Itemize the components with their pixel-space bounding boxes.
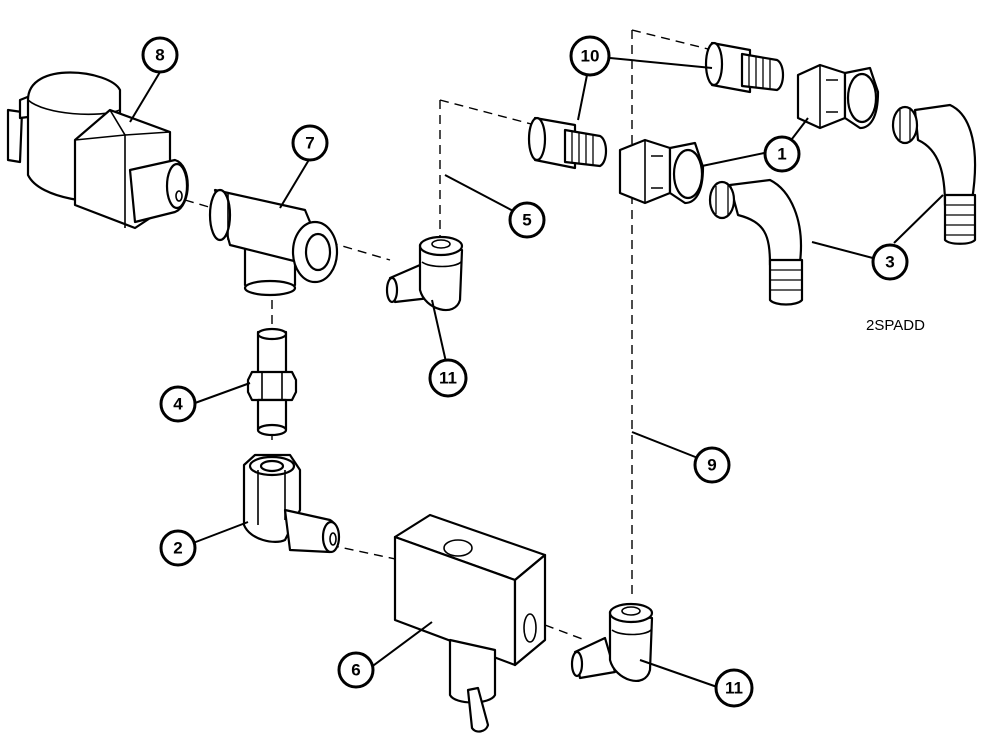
callout-11-upper-label: 11: [439, 369, 457, 388]
callout-10-label: 10: [581, 47, 600, 66]
callout-4: 4: [159, 385, 197, 423]
elbow-union-lower-part: [570, 602, 654, 682]
hex-nipple-part: [246, 327, 298, 437]
union-fitting-upper-part: [796, 63, 880, 130]
callout-5: 5: [508, 201, 546, 239]
callout-11-upper: 11: [428, 358, 468, 398]
callout-4-label: 4: [173, 395, 183, 414]
union-fitting-lower-part: [618, 138, 705, 205]
callout-9: 9: [693, 446, 731, 484]
pressure-switch-part: [6, 71, 189, 230]
callout-2: 2: [159, 529, 197, 567]
barbed-elbow-lower-part: [708, 178, 804, 306]
valve-block-part: [393, 513, 547, 733]
callout-1-label: 1: [777, 145, 786, 164]
callout-7: 7: [291, 124, 329, 162]
threaded-plug-lower-part: [527, 116, 608, 170]
callout-7-label: 7: [305, 134, 314, 153]
callout-3-label: 3: [885, 253, 894, 272]
drawing-id-label: 2SPADD: [866, 317, 925, 334]
street-elbow-part: [242, 453, 341, 554]
callout-11-lower: 11: [714, 668, 754, 708]
callout-5-label: 5: [522, 211, 531, 230]
elbow-union-upper-part: [385, 235, 464, 311]
callout-8-label: 8: [155, 46, 164, 65]
callout-8: 8: [141, 36, 179, 74]
callout-9-label: 9: [707, 456, 716, 475]
callout-10: 10: [569, 35, 611, 77]
callout-11-lower-label: 11: [725, 679, 743, 698]
barbed-elbow-upper-part: [891, 103, 977, 245]
tee-fitting-part: [208, 188, 339, 297]
callout-6: 6: [337, 651, 375, 689]
callout-2-label: 2: [173, 539, 182, 558]
threaded-plug-upper-part: [704, 41, 785, 94]
callout-6-label: 6: [351, 661, 360, 680]
callout-1: 1: [763, 135, 801, 173]
callout-3: 3: [871, 243, 909, 281]
